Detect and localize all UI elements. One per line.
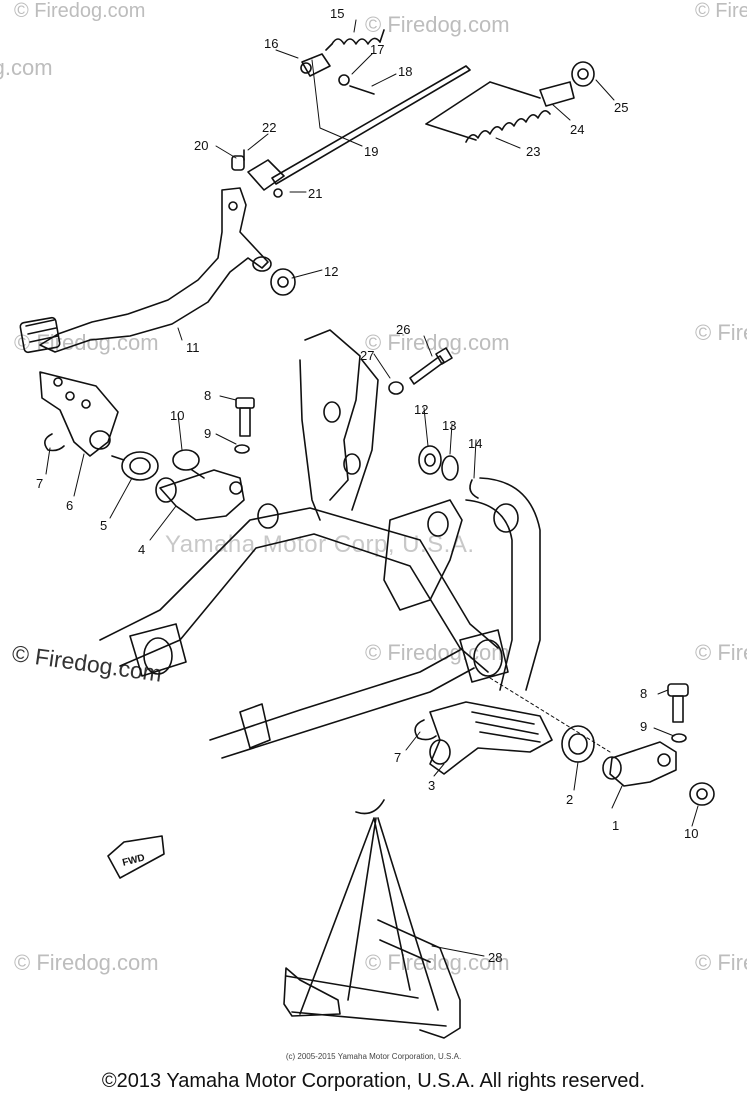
washer-9-right (671, 733, 687, 743)
watermark: © Firedog.com (14, 950, 159, 975)
adjuster-spring-23 (465, 110, 551, 143)
brake-rod (247, 65, 471, 198)
clip-14 (469, 479, 479, 499)
callout-8-left: 8 (204, 388, 211, 403)
watermark: © Firedog.com (0, 55, 53, 80)
watermark: © Firedog.com (365, 330, 510, 355)
callout-11: 11 (186, 340, 200, 355)
bracket-1-right (602, 741, 677, 787)
washer-13 (441, 455, 459, 481)
watermark: © Firedog.com (695, 640, 747, 665)
clip-7-right (414, 719, 437, 741)
callout-16: 16 (264, 36, 278, 51)
washer-12 (418, 445, 442, 475)
callout-17: 17 (370, 42, 384, 57)
brake-pedal (19, 187, 272, 354)
bracket-4-left (155, 469, 245, 521)
fwd-label: FWD (121, 853, 146, 869)
fwd-arrow-icon (107, 835, 165, 879)
leader-box (425, 81, 541, 141)
washer-9-left (234, 444, 250, 454)
callout-13: 13 (442, 418, 456, 433)
bolt-10-right (689, 782, 715, 806)
callout-23: 23 (526, 144, 540, 159)
watermark: © Firedog.com (14, 0, 146, 22)
callout-20: 20 (194, 138, 208, 153)
callout-7-right: 7 (394, 750, 401, 765)
callout-24: 24 (570, 122, 584, 137)
clip-7-left (44, 433, 65, 452)
callout-10-right: 10 (684, 826, 698, 841)
watermark: © Firedog.com (695, 950, 747, 975)
callout-27: 27 (360, 348, 374, 363)
spring-2-right (561, 725, 595, 763)
copyright-footer: ©2013 Yamaha Motor Corporation, U.S.A. A… (101, 1070, 646, 1092)
stand-28 (283, 799, 461, 1039)
callout-10-left: 10 (170, 408, 184, 423)
clevis-16 (300, 53, 331, 77)
callout-18: 18 (398, 64, 412, 79)
washer-12-upper (270, 268, 296, 296)
callout-4: 4 (138, 542, 145, 557)
callout-1: 1 (612, 818, 619, 833)
callout-3: 3 (428, 778, 435, 793)
spring-5-left (111, 451, 159, 481)
watermark: © Firedog.com (365, 640, 510, 665)
callout-6: 6 (66, 498, 73, 513)
callout-26: 26 (396, 322, 410, 337)
callout-8-right: 8 (640, 686, 647, 701)
watermark: © Firedog.com (365, 12, 510, 37)
bolt-8-right (667, 683, 689, 723)
watermark: © Firedog.com (695, 0, 747, 22)
cotter-18 (349, 85, 375, 95)
washer-27 (388, 381, 404, 395)
watermark: © Firedog.com (365, 950, 510, 975)
callout-22: 22 (262, 120, 276, 135)
nut-25 (571, 61, 595, 87)
return-spring-15 (325, 29, 385, 51)
callout-21: 21 (308, 186, 322, 201)
callout-2: 2 (566, 792, 573, 807)
callout-15: 15 (330, 6, 344, 21)
footrest-left (39, 371, 119, 457)
callout-numbers: 1 2 3 4 5 6 7 7 8 8 9 9 10 10 11 12 12 1… (36, 6, 698, 965)
leader-lines (45, 19, 699, 957)
callout-12: 12 (414, 402, 428, 417)
callout-7-left: 7 (36, 476, 43, 491)
callout-19: 19 (364, 144, 378, 159)
callout-9-right: 9 (640, 719, 647, 734)
adjuster-24 (539, 81, 575, 107)
callout-9-left: 9 (204, 426, 211, 441)
bolt-10-left (172, 449, 205, 479)
frame (99, 329, 541, 759)
bolt-26 (409, 347, 453, 385)
small-copyright: (c) 2005-2015 Yamaha Motor Corporation, … (285, 1052, 462, 1061)
callout-25: 25 (614, 100, 628, 115)
callout-14: 14 (468, 436, 482, 451)
pin-17 (338, 74, 350, 86)
watermark: © Firedog.com (695, 320, 747, 345)
callout-12-upper: 12 (324, 264, 338, 279)
callout-5: 5 (100, 518, 107, 533)
pin-20 (231, 155, 245, 171)
callout-28: 28 (488, 950, 502, 965)
footrest-right (429, 701, 553, 775)
bolt-8-left (235, 397, 255, 437)
